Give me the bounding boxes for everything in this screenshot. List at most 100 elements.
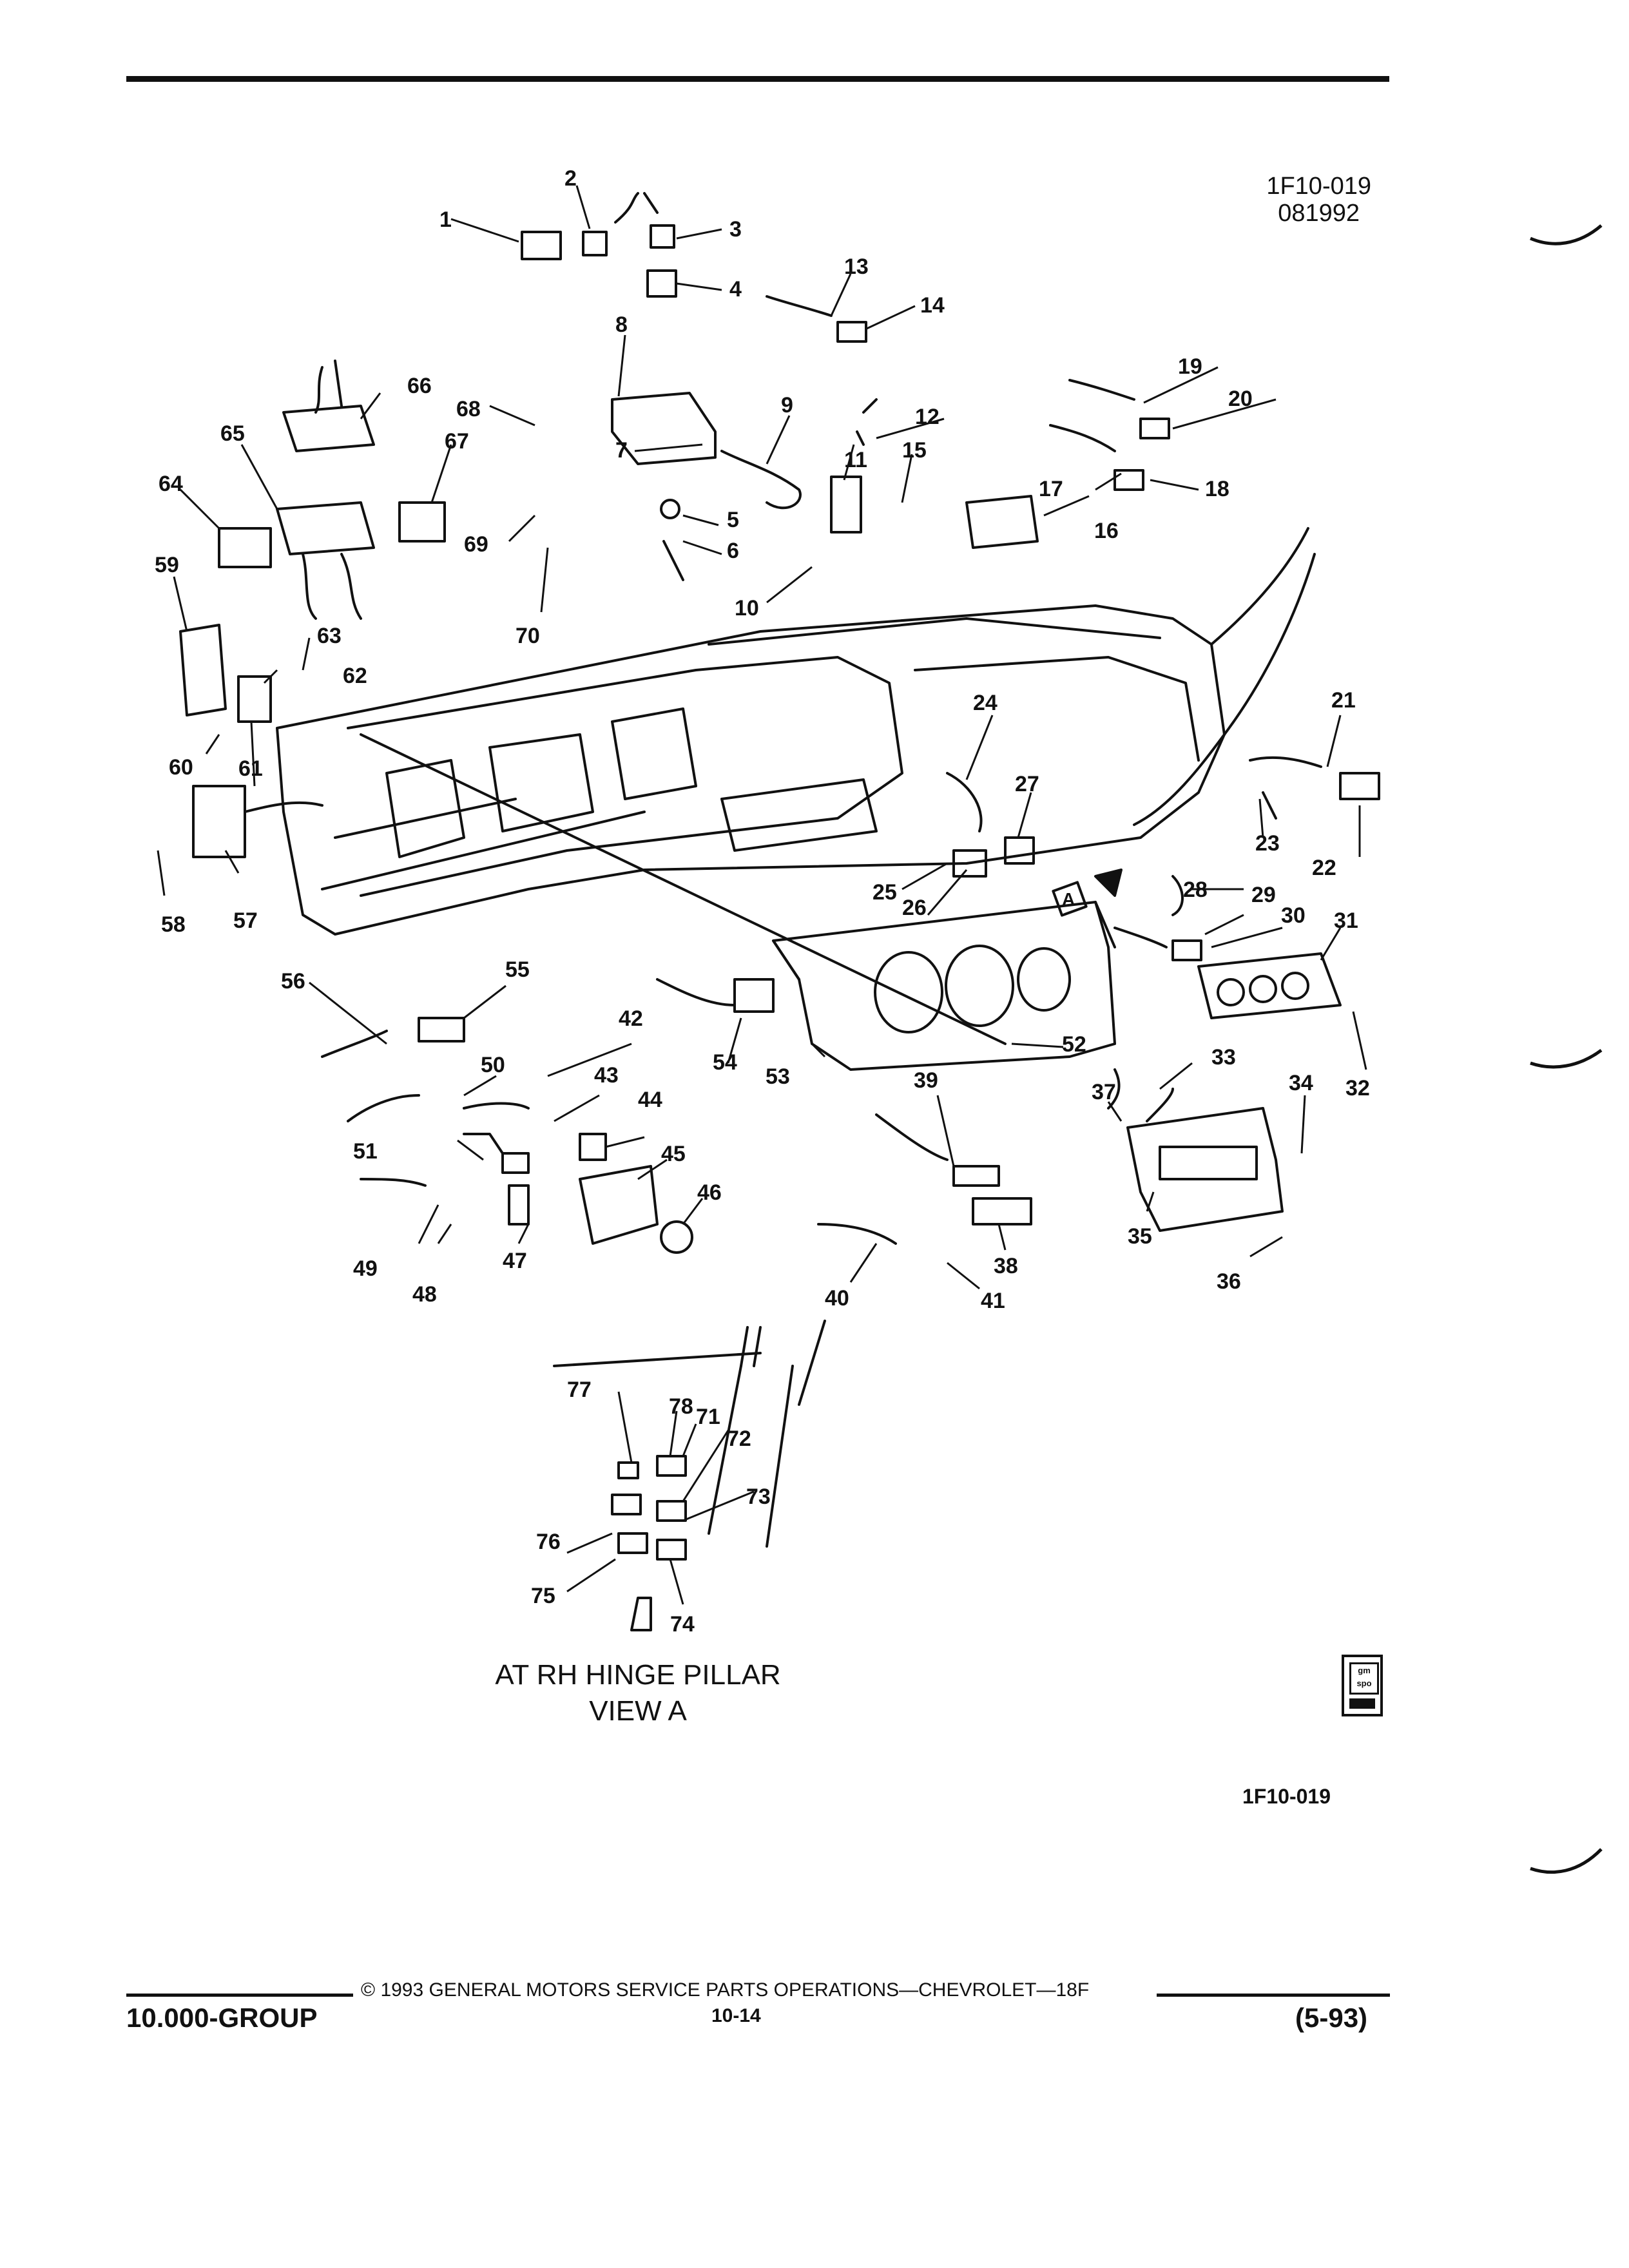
callout-49: 49 [353,1256,378,1281]
callout-24: 24 [973,691,998,715]
callout-8: 8 [615,312,628,337]
callout-36: 36 [1217,1269,1241,1294]
callout-12: 12 [915,405,940,429]
reference-block: 1F10-019 081992 [1266,173,1371,227]
gm-spo-icon: gm spo [1342,1655,1383,1716]
callout-45: 45 [661,1142,686,1166]
callout-21: 21 [1331,688,1356,713]
figure-id: 1F10-019 [1242,1785,1331,1808]
footer-rule-right [1157,1994,1390,1997]
callout-75: 75 [531,1584,555,1608]
callout-78: 78 [669,1394,693,1419]
callout-26: 26 [902,896,927,920]
callout-63: 63 [317,624,342,648]
callout-76: 76 [536,1530,561,1554]
callout-60: 60 [169,755,193,780]
callout-11: 11 [844,448,867,472]
callout-labels: 1 2 3 4 5 6 7 8 9 10 11 12 13 14 15 16 1… [155,166,1370,1637]
callout-34: 34 [1289,1071,1313,1095]
harness-65 [276,501,375,555]
callout-35: 35 [1128,1224,1152,1249]
callout-37: 37 [1092,1080,1116,1104]
gm-spo-logo-text: gm spo [1349,1662,1379,1695]
callout-28: 28 [1183,878,1208,902]
group-label: 10.000-GROUP [126,2003,318,2033]
header-rule [126,76,1389,82]
callout-77: 77 [567,1378,592,1402]
callout-9: 9 [781,393,793,418]
callout-38: 38 [994,1254,1018,1278]
view-caption: AT RH HINGE PILLAR VIEW A [438,1657,838,1729]
callout-72: 72 [727,1427,751,1451]
callout-44: 44 [638,1088,662,1112]
callout-18: 18 [1205,477,1229,501]
callout-41: 41 [981,1289,1005,1313]
caption-line-2: VIEW A [589,1695,687,1727]
callout-50: 50 [481,1053,505,1077]
callout-67: 67 [445,429,469,454]
hvac-control [1126,1107,1284,1232]
callout-14: 14 [920,293,945,318]
margin-mark-3 [1530,1848,1603,1874]
callout-13: 13 [844,255,869,279]
callout-54: 54 [713,1050,737,1075]
module-16 [965,495,1039,549]
caption-line-1: AT RH HINGE PILLAR [495,1659,781,1691]
callout-15: 15 [902,438,927,463]
callout-62: 62 [343,664,367,688]
callout-48: 48 [412,1282,437,1307]
margin-mark-2 [1530,1048,1603,1069]
callout-47: 47 [503,1249,527,1273]
callout-53: 53 [766,1064,790,1089]
callout-73: 73 [746,1485,771,1509]
callout-25: 25 [872,880,897,905]
callout-70: 70 [516,624,540,648]
callout-3: 3 [729,217,742,242]
callout-74: 74 [670,1612,695,1637]
diagonal-guide-line [360,733,1007,1045]
footer-rule-left [126,1994,353,1997]
view-a-marker: A [1062,889,1075,909]
instrument-panel-carrier [276,604,1226,936]
callout-33: 33 [1211,1045,1236,1070]
callout-51: 51 [353,1139,378,1164]
callout-10: 10 [735,596,759,620]
callout-23: 23 [1255,831,1280,856]
callout-7: 7 [615,438,628,463]
callout-42: 42 [619,1006,643,1031]
reference-code: 1F10-019 [1266,173,1371,200]
callout-55: 55 [505,957,530,982]
callout-6: 6 [727,539,739,563]
callout-46: 46 [697,1180,722,1205]
callout-43: 43 [594,1063,619,1088]
callout-65: 65 [220,421,245,446]
callout-69: 69 [464,532,488,557]
callout-29: 29 [1251,883,1276,907]
callout-22: 22 [1312,856,1336,880]
margin-mark-1 [1530,224,1603,245]
callout-56: 56 [281,969,305,994]
callout-27: 27 [1015,772,1039,796]
callout-19: 19 [1178,354,1202,379]
callout-4: 4 [729,277,742,302]
callout-61: 61 [238,756,263,781]
callout-57: 57 [233,908,258,933]
callout-2: 2 [564,166,577,191]
callout-5: 5 [727,508,739,532]
callout-20: 20 [1228,387,1253,411]
copyright-text: © 1993 GENERAL MOTORS SERVICE PARTS OPER… [361,1979,1090,2001]
exploded-parts-diagram: 1 2 3 4 5 6 7 8 9 10 11 12 13 14 15 16 1… [155,166,1380,1637]
callout-31: 31 [1334,908,1358,933]
reference-date: 081992 [1278,200,1360,227]
callout-68: 68 [456,397,481,421]
callout-30: 30 [1281,903,1306,928]
callout-59: 59 [155,553,179,577]
callout-71: 71 [696,1405,720,1429]
callout-58: 58 [161,912,186,937]
revision-date: (5-93) [1295,2003,1368,2033]
harness-66 [282,405,375,452]
callout-66: 66 [407,374,432,398]
callout-39: 39 [914,1068,938,1093]
instrument-cluster [772,901,1116,1071]
callout-1: 1 [439,207,452,232]
